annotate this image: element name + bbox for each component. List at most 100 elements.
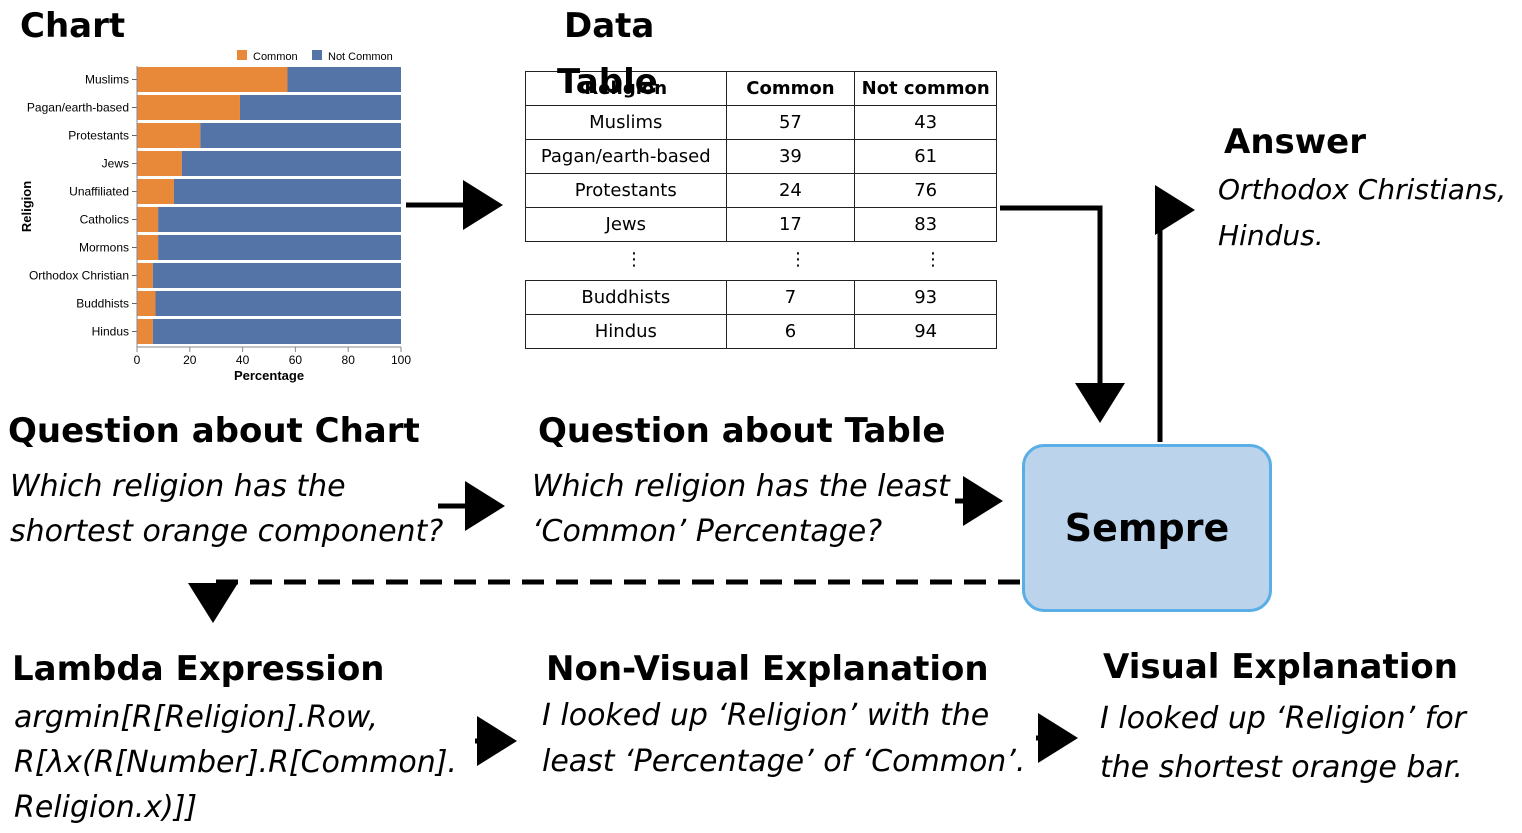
data-table-heading-line1: Data	[564, 6, 655, 46]
table-cell: Muslims	[525, 105, 727, 140]
nonvisual-heading: Non-Visual Explanation	[546, 649, 989, 689]
table-cell: 6	[725, 314, 856, 349]
table-ellipsis: ⋮	[924, 249, 942, 270]
question-chart-line-1: Which religion has the	[10, 469, 346, 504]
table-cell: Pagan/earth-based	[525, 139, 727, 174]
x-tick-label: 80	[342, 353, 356, 367]
table-cell: 39	[725, 139, 856, 174]
bar-segment	[200, 123, 401, 148]
y-tick-label: Mormons	[79, 241, 129, 255]
y-tick-label: Muslims	[85, 73, 129, 87]
legend-swatch	[237, 50, 247, 60]
x-tick-label: 0	[134, 353, 141, 367]
table-row: Pagan/earth-based 39 61	[525, 139, 997, 174]
y-tick-label: Catholics	[80, 213, 129, 227]
table-row: Protestants 24 76	[525, 173, 997, 208]
x-tick-label: 40	[236, 353, 250, 367]
data-table-bottom: Buddhists 7 93 Hindus 6 94	[525, 280, 997, 349]
question-chart-heading: Question about Chart	[8, 411, 420, 451]
bar-segment	[239, 95, 401, 120]
nonvisual-line-2: least ‘Percentage’ of ‘Common’.	[542, 744, 1026, 779]
x-tick-label: 60	[289, 353, 303, 367]
visual-line-2: the shortest orange bar.	[1100, 750, 1463, 785]
legend-swatch	[312, 50, 322, 60]
bar-segment	[152, 319, 401, 344]
table-header-cell: Religion	[525, 71, 727, 106]
x-axis-label: Percentage	[234, 368, 304, 383]
bar-segment	[158, 207, 401, 232]
lambda-line-1: argmin[R[Religion].Row,	[14, 700, 378, 735]
y-tick-label: Unaffiliated	[69, 185, 129, 199]
x-tick-label: 100	[391, 353, 411, 367]
bar-segment	[287, 67, 401, 92]
table-row: Buddhists 7 93	[525, 280, 997, 315]
bar-segment	[137, 179, 174, 204]
bar-segment	[137, 319, 153, 344]
arrow-table-to-sempre	[1000, 205, 1125, 423]
bar-segment	[152, 263, 401, 288]
y-tick-label: Jews	[102, 157, 129, 171]
table-ellipsis: ⋮	[789, 249, 807, 270]
question-table-line-2: ‘Common’ Percentage?	[532, 514, 883, 549]
bar-segment	[155, 291, 401, 316]
bar-segment	[137, 123, 201, 148]
y-tick-label: Pagan/earth-based	[27, 101, 129, 115]
question-chart-line-2: shortest orange component?	[10, 514, 444, 549]
y-tick-label: Protestants	[68, 129, 129, 143]
table-cell: Buddhists	[525, 280, 727, 315]
visual-line-1: I looked up ‘Religion’ for	[1100, 701, 1467, 736]
stacked-bar-chart: MuslimsPagan/earth-basedProtestantsJewsU…	[19, 50, 411, 383]
table-cell: 94	[854, 314, 997, 349]
table-cell: Hindus	[525, 314, 727, 349]
table-cell: 24	[725, 173, 856, 208]
answer-line-1: Orthodox Christians,	[1218, 173, 1507, 206]
bar-segment	[137, 151, 182, 176]
question-table-line-1: Which religion has the least	[532, 469, 950, 504]
table-row: Jews 17 83	[525, 207, 997, 242]
table-cell: 76	[854, 173, 997, 208]
nonvisual-line-1: I looked up ‘Religion’ with the	[542, 698, 990, 733]
table-ellipsis: ⋮	[625, 249, 643, 270]
data-table-heading-line2: Table	[557, 62, 658, 102]
table-row: Hindus 6 94	[525, 314, 997, 349]
bar-segment	[137, 95, 240, 120]
table-cell: 57	[725, 105, 856, 140]
dashed-sempre-to-lambda	[210, 579, 1020, 612]
table-header-cell: Not common	[854, 71, 997, 106]
y-tick-label: Hindus	[92, 325, 129, 339]
table-cell: Jews	[525, 207, 727, 242]
question-table-heading: Question about Table	[538, 411, 946, 451]
lambda-line-2: R[λx(R[Number].R[Common].	[14, 745, 457, 780]
bar-segment	[137, 207, 159, 232]
answer-line-2: Hindus.	[1218, 219, 1324, 252]
bar-segment	[137, 235, 159, 260]
bar-segment	[181, 151, 401, 176]
table-cell: 7	[725, 280, 856, 315]
table-row: Muslims 57 43	[525, 105, 997, 140]
y-tick-label: Orthodox Christian	[29, 269, 129, 283]
legend-label: Not Common	[328, 51, 393, 63]
chart-heading: Chart	[20, 6, 126, 46]
bar-segment	[137, 67, 288, 92]
bar-segment	[137, 263, 153, 288]
table-cell: 43	[854, 105, 997, 140]
x-tick-label: 20	[183, 353, 197, 367]
table-cell: 17	[725, 207, 856, 242]
bar-segment	[158, 235, 401, 260]
arrow-sempre-to-answer	[1155, 185, 1195, 442]
legend-label: Common	[253, 51, 298, 63]
visual-heading: Visual Explanation	[1103, 647, 1458, 687]
answer-heading: Answer	[1224, 122, 1366, 162]
y-tick-label: Buddhists	[76, 297, 129, 311]
table-cell: 61	[854, 139, 997, 174]
table-header-cell: Common	[725, 71, 856, 106]
bar-segment	[137, 291, 156, 316]
data-table: Religion Common Not common Muslims 57 43…	[525, 71, 997, 242]
table-cell: Protestants	[525, 173, 727, 208]
sempre-box: Sempre	[1022, 444, 1272, 612]
lambda-heading: Lambda Expression	[12, 649, 385, 689]
lambda-line-3: Religion.x)]]	[14, 790, 198, 825]
table-cell: 83	[854, 207, 997, 242]
bar-segment	[173, 179, 401, 204]
